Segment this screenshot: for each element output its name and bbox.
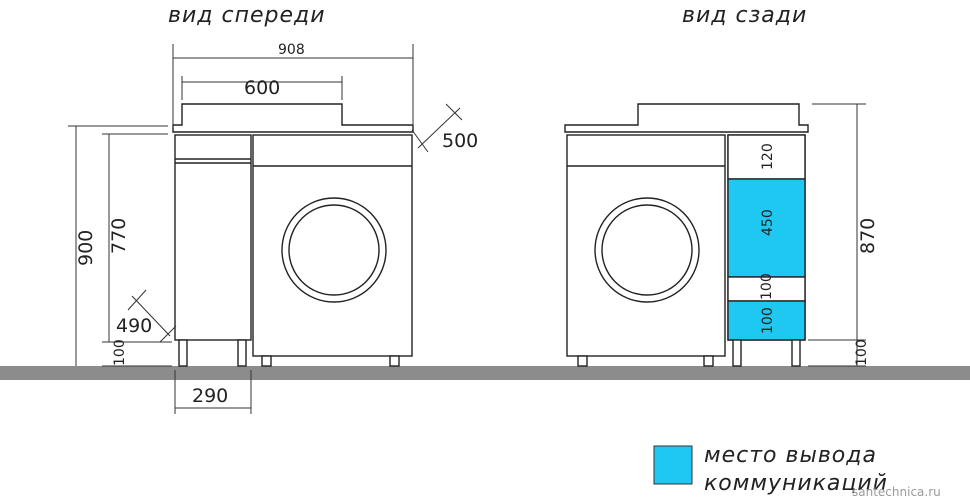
legend-line-1: место вывода bbox=[704, 443, 877, 468]
front-machine-foot-right bbox=[389, 355, 400, 367]
back-machine-door-inner bbox=[601, 204, 693, 296]
back-zone-3-label: 100 bbox=[759, 273, 775, 300]
back-countertop bbox=[564, 103, 809, 133]
front-machine-door-outer bbox=[281, 197, 387, 303]
back-machine-door-outer bbox=[594, 197, 700, 303]
front-cabinet-leg-right bbox=[237, 339, 247, 367]
watermark: santechnica.ru bbox=[852, 485, 941, 499]
dim-770-label: 770 bbox=[108, 218, 130, 254]
back-zone-3 bbox=[727, 276, 806, 302]
dim-100-back-label: 100 bbox=[854, 339, 870, 366]
dim-500-label: 500 bbox=[442, 130, 478, 152]
dim-100-front-label: 100 bbox=[112, 339, 128, 366]
dim-500-line bbox=[417, 107, 461, 149]
dim-908-label: 908 bbox=[278, 42, 305, 58]
back-zone-2-communications bbox=[727, 178, 806, 278]
dim-490-tick-b bbox=[159, 325, 177, 343]
dim-490-label: 490 bbox=[116, 315, 152, 337]
back-machine-foot-right bbox=[703, 355, 714, 367]
legend-line-2: коммуникаций bbox=[704, 471, 888, 496]
back-cabinet-leg-right bbox=[791, 339, 801, 367]
front-view: 908 600 500 900 770 100 490 290 bbox=[68, 42, 478, 414]
front-machine-foot-left bbox=[261, 355, 272, 367]
front-left-cabinet bbox=[174, 134, 252, 341]
back-view: 120 450 100 100 870 100 bbox=[564, 103, 879, 367]
back-view-title: вид сзади bbox=[682, 3, 807, 28]
back-washing-machine bbox=[566, 134, 726, 357]
legend-swatch bbox=[653, 445, 693, 485]
dim-490-line bbox=[131, 295, 171, 337]
legend: место вывода коммуникаций bbox=[653, 443, 888, 496]
dim-500-tick-b bbox=[445, 103, 463, 121]
dim-900-label: 900 bbox=[75, 230, 97, 266]
dim-490-tick-a bbox=[127, 289, 147, 311]
back-zone-1-label: 120 bbox=[760, 143, 776, 170]
dim-500-tick-a bbox=[411, 129, 429, 153]
back-zone-4-label: 100 bbox=[760, 307, 776, 334]
front-machine-door-inner bbox=[288, 204, 380, 296]
back-zone-1 bbox=[727, 134, 806, 180]
dim-290-label: 290 bbox=[192, 385, 228, 407]
back-cabinet-leg-left bbox=[732, 339, 742, 367]
front-washing-machine bbox=[252, 134, 413, 357]
dim-870-label: 870 bbox=[857, 218, 879, 254]
front-countertop bbox=[172, 103, 414, 133]
back-zone-4-communications bbox=[727, 300, 806, 341]
back-zone-2-label: 450 bbox=[760, 209, 776, 236]
floor bbox=[0, 366, 970, 380]
front-view-title: вид спереди bbox=[168, 3, 326, 28]
dim-600-label: 600 bbox=[244, 77, 280, 99]
back-machine-foot-left bbox=[577, 355, 588, 367]
front-cabinet-leg-left bbox=[178, 339, 188, 367]
